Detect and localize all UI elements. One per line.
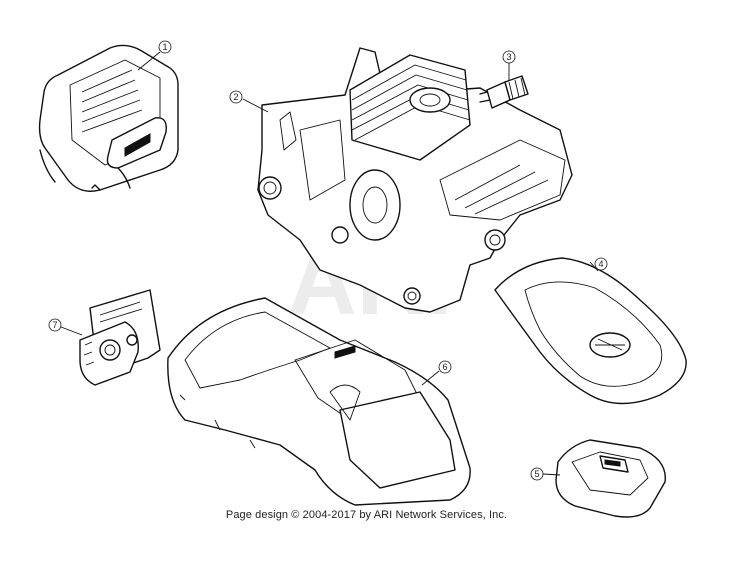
svg-text:1: 1 <box>162 42 167 52</box>
part-air-filter-cover[interactable] <box>38 44 179 192</box>
svg-text:7: 7 <box>52 320 57 330</box>
part-shroud[interactable] <box>167 297 471 506</box>
callout-6: 6 <box>421 360 452 386</box>
part-top-cover[interactable] <box>494 257 687 405</box>
callout-5: 5 <box>530 467 561 481</box>
copyright-footer: Page design © 2004-2017 by ARI Network S… <box>225 509 508 521</box>
callout-7: 7 <box>48 318 83 336</box>
svg-text:2: 2 <box>233 92 238 102</box>
svg-text:3: 3 <box>506 52 511 62</box>
part-air-filter[interactable] <box>555 439 666 518</box>
callout-3: 3 <box>502 50 516 80</box>
svg-text:6: 6 <box>442 362 447 372</box>
callout-4: 4 <box>589 257 608 272</box>
part-engine-crankcase[interactable] <box>257 47 573 313</box>
part-spark-plug[interactable] <box>479 75 529 109</box>
callout-1: 1 <box>137 40 172 71</box>
svg-text:4: 4 <box>598 259 603 269</box>
part-carburetor[interactable] <box>79 289 161 386</box>
callout-2: 2 <box>229 90 269 113</box>
svg-text:5: 5 <box>534 469 539 479</box>
